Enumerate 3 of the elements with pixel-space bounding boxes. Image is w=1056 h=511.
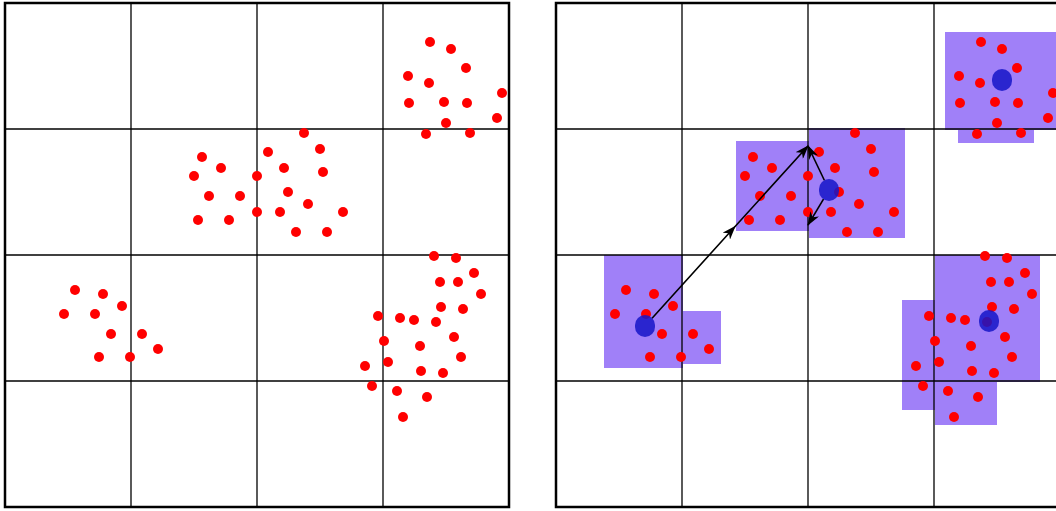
arrow: [807, 198, 825, 226]
arrow: [651, 145, 809, 319]
arrow: [807, 145, 826, 182]
